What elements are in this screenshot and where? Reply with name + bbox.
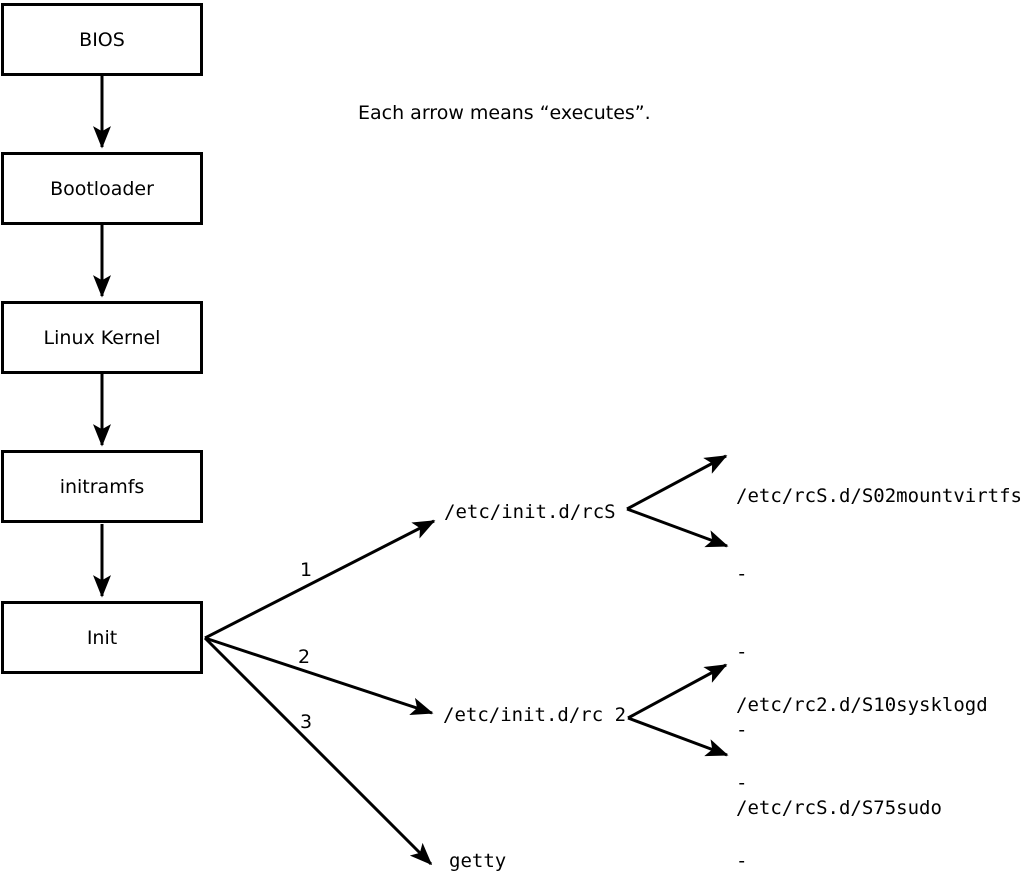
rc2-child-item: - [736,850,748,872]
target-rc2-script: /etc/init.d/rc 2 [443,704,627,726]
rc2-children-list: /etc/rc2.d/S10sysklogd - - - /etc/rc2.d/… [736,640,988,875]
rcs-children-list: /etc/rcS.d/S02mountvirtfs - - - /etc/rcS… [736,431,1022,873]
target-rcs-script: /etc/init.d/rcS [444,501,616,523]
edge-label-1: 1 [300,559,313,581]
node-bootloader: Bootloader [1,152,203,225]
rc2-child-item: - [736,772,748,794]
arrow-init-to-rc2 [204,636,434,715]
arrow-init-to-getty [203,636,433,866]
node-label: BIOS [79,28,125,51]
arrow-rcs-to-s02mountvirtfs [626,454,728,511]
target-getty: getty [449,850,507,872]
arrow-init-to-rcs [204,519,436,640]
arrow-rc2-to-s99gdm [627,716,729,757]
rcs-child-item: - [736,563,748,585]
node-linux-kernel: Linux Kernel [1,301,203,374]
node-init: Init [1,601,203,674]
rcs-child-item: - [736,719,748,741]
legend-caption: Each arrow means “executes”. [358,102,651,124]
node-initramfs: initramfs [1,450,203,523]
node-label: Init [86,626,118,649]
node-bios: BIOS [1,3,203,76]
rcs-child-item: - [736,641,748,663]
rcs-child-item: /etc/rcS.d/S75sudo [736,797,942,819]
node-label: Bootloader [50,177,154,200]
edge-label-3: 3 [300,711,313,733]
edge-label-2: 2 [298,646,311,668]
node-label: Linux Kernel [43,326,161,349]
node-label: initramfs [59,475,145,498]
rc2-child-item: /etc/rc2.d/S10sysklogd [736,694,988,716]
arrow-rc2-to-s10sysklogd [627,663,728,720]
arrow-rcs-to-s75sudo [626,507,729,548]
rcs-child-item: /etc/rcS.d/S02mountvirtfs [736,485,1022,507]
